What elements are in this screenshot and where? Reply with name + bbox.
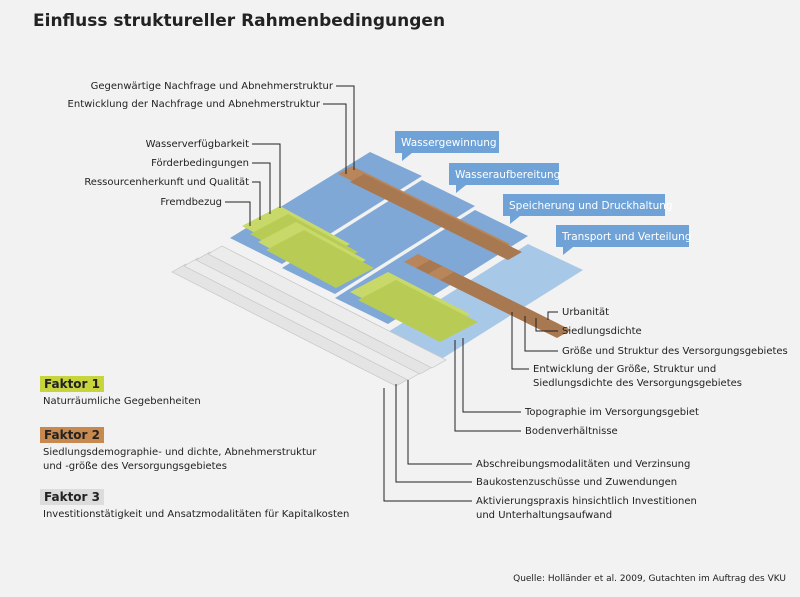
factor3-bars: [171, 245, 447, 387]
source-citation: Quelle: Holländer et al. 2009, Gutachten…: [513, 574, 786, 584]
label-urbanitaet: Urbanität: [562, 307, 609, 318]
factor3-title: Faktor 3: [40, 489, 104, 505]
factor3-bar-4: [207, 245, 447, 369]
factor2-desc-line2: und -größe des Versorgungsgebietes: [43, 461, 227, 472]
label-baukostenzuschuesse: Baukostenzuschüsse und Zuwendungen: [476, 477, 677, 488]
leader-baukostenzuschuesse: [395, 384, 472, 483]
factor1-title: Faktor 1: [40, 376, 104, 392]
label-ressourcenherkunft: Ressourcenherkunft und Qualität: [84, 177, 249, 188]
factor3-desc: Investitionstätigkeit und Ansatzmodalitä…: [43, 509, 350, 520]
label-foerderbedingungen: Förderbedingungen: [151, 158, 249, 169]
factor2-desc-line1: Siedlungsdemographie- und dichte, Abnehm…: [43, 447, 317, 458]
label-bodenverhaeltnisse: Bodenverhältnisse: [525, 426, 618, 437]
leader-siedlungsdichte: [535, 318, 558, 332]
leader-topographie: [462, 338, 521, 413]
leader-fremdbezug: [225, 201, 251, 226]
right-labels: Urbanität Siedlungsdichte Größe und Stru…: [454, 307, 788, 437]
leader-entwicklung-groesse: [511, 312, 529, 370]
factor1-bars: [242, 206, 478, 342]
stage-callout-wassergewinnung: Wassergewinnung: [395, 131, 499, 161]
diagram-title: Einfluss struktureller Rahmenbedingungen: [33, 11, 446, 31]
label-siedlungsdichte: Siedlungsdichte: [562, 326, 642, 337]
top-labels: Gegenwärtige Nachfrage und Abnehmerstruk…: [68, 81, 355, 226]
bottom-labels: Abschreibungsmodalitäten und Verzinsung …: [383, 380, 697, 521]
leader-gegenwaertige-nachfrage: [336, 85, 355, 170]
factor1-bar-4: [266, 230, 374, 288]
factor2-title: Faktor 2: [40, 427, 104, 443]
leader-aktivierungspraxis: [383, 388, 472, 502]
factor2-bars: [338, 166, 571, 338]
stage-callout-wasseraufbereitung: Wasseraufbereitung: [449, 163, 560, 193]
leader-wasserverfuegbarkeit: [252, 143, 281, 208]
label-aktivierungspraxis-1: Aktivierungspraxis hinsichtlich Investit…: [476, 496, 697, 507]
stage-callout-transport: Transport und Verteilung: [556, 225, 691, 255]
label-entwicklung-groesse-1: Entwicklung der Größe, Struktur und: [533, 364, 716, 375]
leader-groesse-struktur: [524, 316, 558, 352]
leader-urbanitaet: [547, 311, 558, 320]
label-topographie: Topographie im Versorgungsgebiet: [524, 407, 699, 418]
stage-label-transport: Transport und Verteilung: [561, 231, 691, 243]
leader-foerderbedingungen: [252, 162, 271, 214]
leader-entwicklung-nachfrage: [323, 103, 347, 174]
label-entwicklung-nachfrage: Entwicklung der Nachfrage und Abnehmerst…: [68, 99, 321, 110]
leader-abschreibung: [407, 380, 472, 465]
factor1-desc: Naturräumliche Gegebenheiten: [43, 396, 201, 407]
label-wasserverfuegbarkeit: Wasserverfügbarkeit: [146, 139, 249, 150]
stage-callout-speicherung: Speicherung und Druckhaltung: [503, 194, 673, 224]
factor2-bar-6: [440, 272, 571, 338]
label-fremdbezug: Fremdbezug: [160, 197, 222, 208]
stage-label-speicherung: Speicherung und Druckhaltung: [509, 200, 673, 212]
label-aktivierungspraxis-2: und Unterhaltungsaufwand: [476, 510, 612, 521]
leader-bodenverhaeltnisse: [454, 340, 521, 432]
label-gegenwaertige-nachfrage: Gegenwärtige Nachfrage und Abnehmerstruk…: [91, 81, 334, 92]
label-abschreibung: Abschreibungsmodalitäten und Verzinsung: [476, 459, 690, 470]
factor2-bar-2: [350, 174, 522, 260]
label-groesse-struktur: Größe und Struktur des Versorgungsgebiet…: [562, 346, 788, 357]
factor1-bar-6: [358, 280, 478, 342]
stage-label-wassergewinnung: Wassergewinnung: [401, 137, 497, 149]
leader-ressourcenherkunft: [252, 181, 261, 220]
label-entwicklung-groesse-2: Siedlungsdichte des Versorgungsgebietes: [533, 378, 742, 389]
stage-label-wasseraufbereitung: Wasseraufbereitung: [455, 169, 560, 181]
